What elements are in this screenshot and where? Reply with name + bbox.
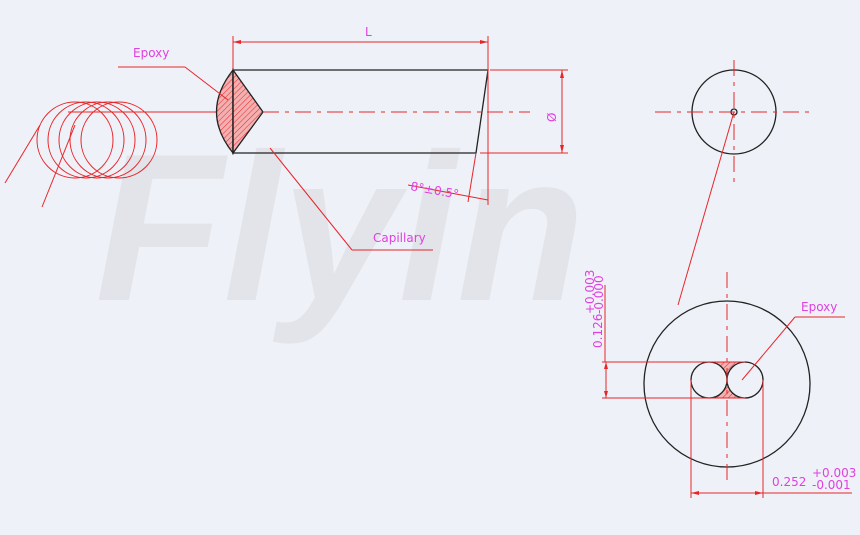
- epoxy-dome: [215, 68, 234, 155]
- diameter-dimension: Ø: [480, 69, 568, 154]
- pitch-value: 0.126: [591, 314, 605, 348]
- width-tol-upper: +0.003: [812, 466, 856, 480]
- pitch-tol-upper: +0.003: [583, 270, 597, 314]
- end-epoxy-callout: Epoxy: [741, 300, 845, 381]
- pitch-dimension: 0.126 +0.003 -0.000: [583, 270, 745, 399]
- width-value: 0.252: [772, 475, 806, 489]
- width-tol-lower: -0.001: [812, 478, 851, 492]
- end-view-detail: 0.126 +0.003 -0.000 0.252 +0.003 -0.001 …: [583, 270, 856, 498]
- diameter-label: Ø: [545, 113, 559, 122]
- epoxy-label: Epoxy: [133, 46, 169, 60]
- capillary-callout: Capillary: [269, 147, 433, 251]
- length-label: L: [365, 25, 372, 39]
- length-dimension: L: [232, 25, 489, 205]
- width-dimension: 0.252 +0.003 -0.001: [690, 380, 856, 498]
- end-epoxy-label: Epoxy: [801, 300, 837, 314]
- side-view: L Ø 8°±0.5° Epoxy Capillary: [4, 25, 568, 251]
- pitch-tol-lower: -0.000: [592, 275, 606, 314]
- watermark: Flyin: [95, 110, 585, 345]
- epoxy-callout: Epoxy: [118, 46, 229, 101]
- fiber-coil: [4, 101, 233, 208]
- end-view-small: [655, 60, 815, 306]
- capillary-label: Capillary: [373, 231, 426, 245]
